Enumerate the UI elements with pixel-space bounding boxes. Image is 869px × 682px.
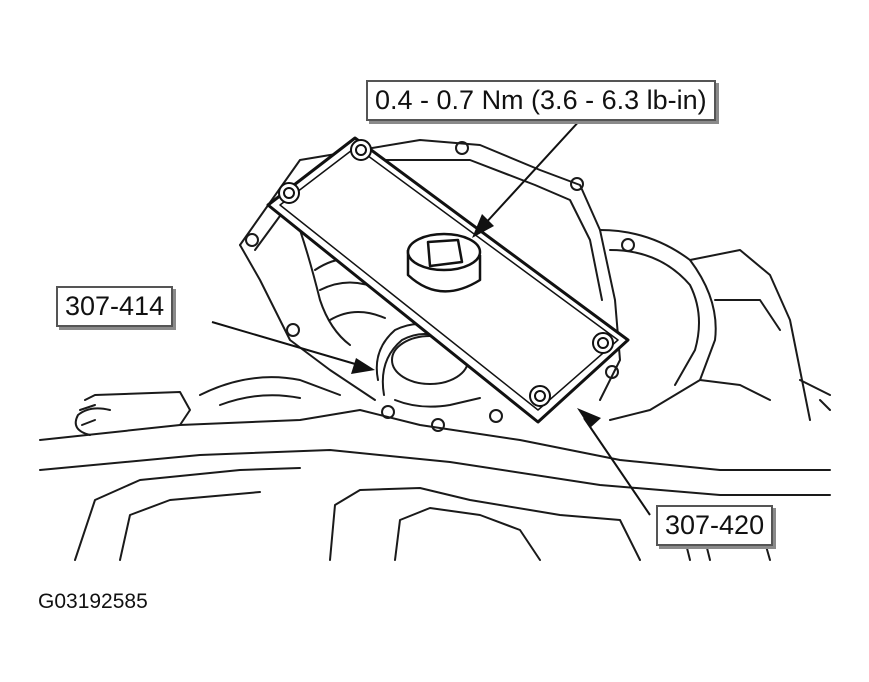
torque-label: 0.4 - 0.7 Nm (3.6 - 6.3 lb-in)	[366, 80, 716, 121]
leader-307-414	[211, 321, 363, 367]
arrowhead-torque	[472, 214, 494, 238]
plate-bolts	[278, 139, 614, 407]
arrowhead-307-420	[577, 408, 601, 428]
tool-307-420-label: 307-420	[656, 505, 774, 546]
tool-plate	[266, 136, 630, 424]
tool-307-414-label: 307-414	[56, 286, 174, 327]
leader-307-420	[583, 417, 651, 516]
figure-id: G03192585	[38, 590, 148, 613]
leader-torque	[482, 117, 583, 227]
center-drive	[406, 232, 482, 293]
arrowhead-307-414	[351, 358, 375, 374]
case-bolt-holes	[245, 141, 635, 432]
